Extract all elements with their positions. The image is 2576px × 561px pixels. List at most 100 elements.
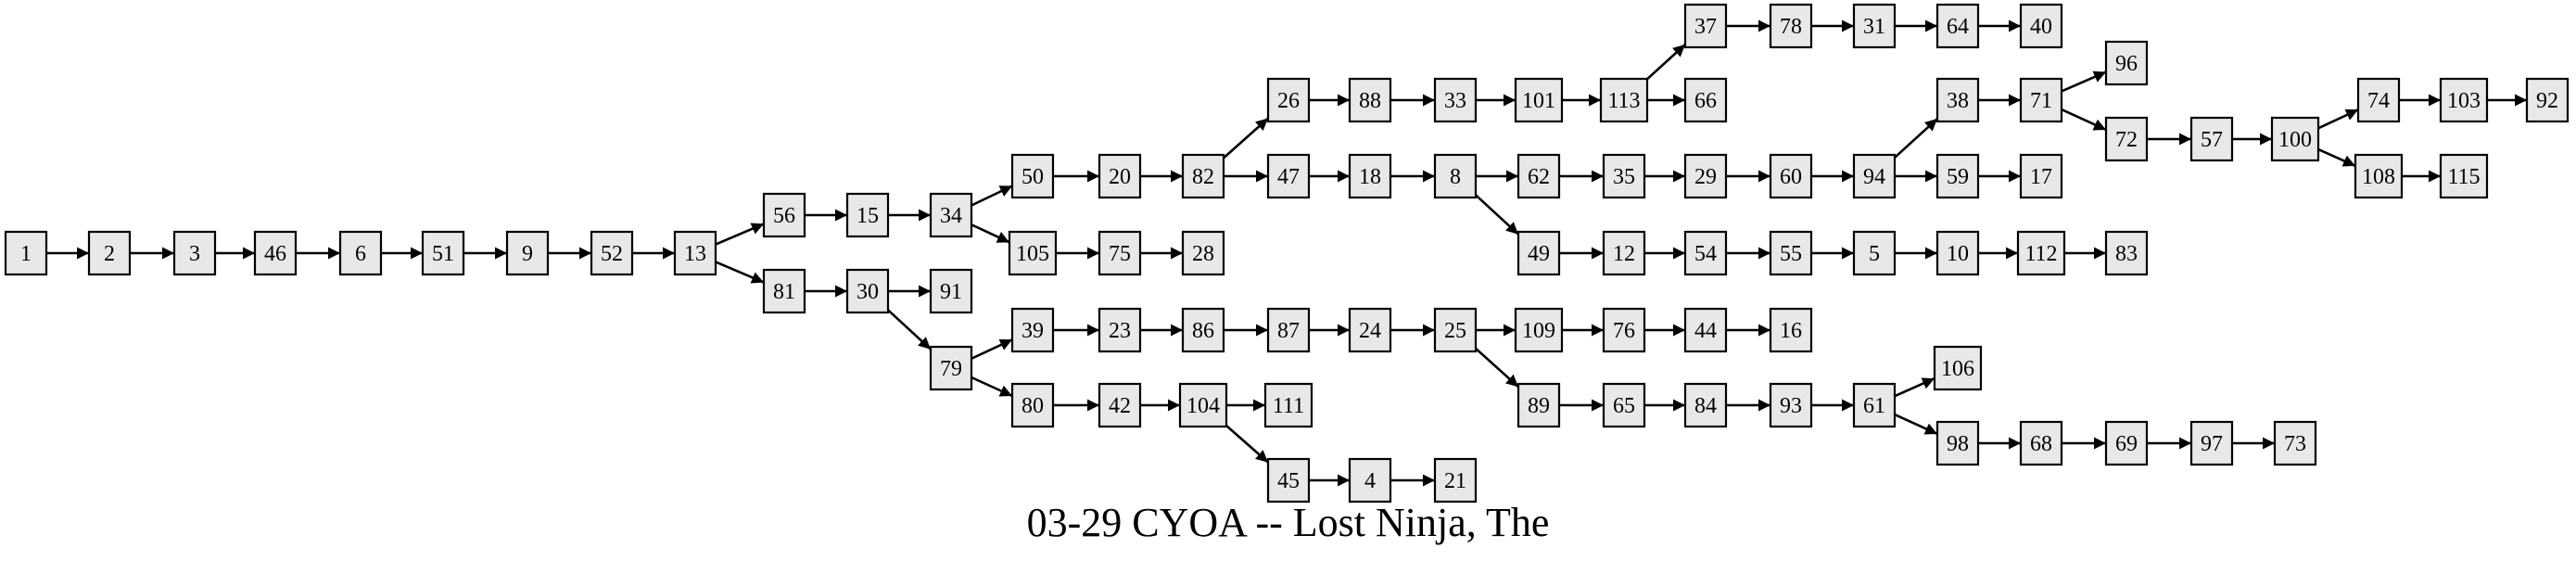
node-box xyxy=(2354,153,2404,199)
node-box xyxy=(1181,153,1225,199)
node-112: 112 xyxy=(2016,230,2066,276)
node-label: 72 xyxy=(2115,128,2138,152)
node-label: 60 xyxy=(1780,165,1802,189)
node-83: 83 xyxy=(2104,230,2149,276)
node-label: 40 xyxy=(2030,15,2052,39)
node-label: 61 xyxy=(1863,394,1885,418)
node-label: 34 xyxy=(940,204,962,228)
node-56: 56 xyxy=(762,192,806,238)
node-38: 38 xyxy=(1935,77,1980,123)
node-box xyxy=(1098,382,1142,428)
node-46: 46 xyxy=(253,230,298,276)
node-5: 5 xyxy=(1852,230,1897,276)
node-label: 108 xyxy=(2362,165,2395,189)
node-label: 64 xyxy=(1947,15,1969,39)
node-71: 71 xyxy=(2019,77,2063,123)
node-64: 64 xyxy=(1935,3,1980,49)
edge-13-to-56 xyxy=(715,223,765,246)
node-79: 79 xyxy=(929,345,973,391)
node-37: 37 xyxy=(1683,3,1728,49)
node-109: 109 xyxy=(1514,307,1564,353)
node-box xyxy=(4,230,48,276)
node-box xyxy=(1602,382,1646,428)
node-label: 69 xyxy=(2115,432,2138,456)
node-box xyxy=(2270,116,2320,162)
node-box xyxy=(929,268,973,314)
node-98: 98 xyxy=(1935,420,1980,466)
node-18: 18 xyxy=(1348,153,1392,199)
node-62: 62 xyxy=(1516,153,1561,199)
node-box xyxy=(1769,382,1813,428)
node-57: 57 xyxy=(2189,116,2234,162)
node-box xyxy=(590,230,634,276)
node-box xyxy=(1098,230,1142,276)
node-label: 65 xyxy=(1613,394,1635,418)
node-78: 78 xyxy=(1769,3,1813,49)
node-box xyxy=(2273,420,2317,466)
node-20: 20 xyxy=(1098,153,1142,199)
node-label: 44 xyxy=(1694,319,1717,343)
node-box xyxy=(2439,77,2489,123)
node-44: 44 xyxy=(1683,307,1728,353)
node-33: 33 xyxy=(1433,77,1478,123)
node-box xyxy=(1602,307,1646,353)
node-box xyxy=(1683,3,1728,49)
node-box xyxy=(1683,230,1728,276)
node-89: 89 xyxy=(1516,382,1561,428)
node-17: 17 xyxy=(2019,153,2063,199)
node-16: 16 xyxy=(1769,307,1813,353)
node-box xyxy=(929,345,973,391)
node-label: 1 xyxy=(20,242,32,266)
node-label: 25 xyxy=(1444,319,1466,343)
node-100: 100 xyxy=(2270,116,2320,162)
node-label: 66 xyxy=(1694,89,1717,113)
node-94: 94 xyxy=(1852,153,1897,199)
node-box xyxy=(1348,153,1392,199)
node-label: 101 xyxy=(1522,89,1555,113)
edge-61-to-106 xyxy=(1894,376,1935,398)
node-6: 6 xyxy=(338,230,383,276)
node-42: 42 xyxy=(1098,382,1142,428)
node-label: 75 xyxy=(1109,242,1131,266)
node-label: 76 xyxy=(1613,319,1635,343)
node-box xyxy=(1348,307,1392,353)
node-box xyxy=(1769,3,1813,49)
node-box xyxy=(1516,153,1561,199)
edge-13-to-81 xyxy=(715,261,765,284)
node-label: 91 xyxy=(940,280,962,304)
node-88: 88 xyxy=(1348,77,1392,123)
node-box xyxy=(1935,230,1980,276)
node-label: 87 xyxy=(1277,319,1300,343)
node-label: 83 xyxy=(2115,242,2138,266)
node-label: 3 xyxy=(189,242,200,266)
node-label: 38 xyxy=(1947,89,1969,113)
node-box xyxy=(2019,77,2063,123)
node-111: 111 xyxy=(1263,382,1313,428)
node-35: 35 xyxy=(1602,153,1646,199)
node-25: 25 xyxy=(1433,307,1478,353)
node-box xyxy=(1683,307,1728,353)
node-box xyxy=(2356,77,2401,123)
node-box xyxy=(1935,3,1980,49)
node-box xyxy=(1433,307,1478,353)
node-86: 86 xyxy=(1181,307,1225,353)
node-label: 106 xyxy=(1941,357,1974,381)
node-box xyxy=(1266,153,1311,199)
node-49: 49 xyxy=(1516,230,1561,276)
node-15: 15 xyxy=(845,192,890,238)
node-50: 50 xyxy=(1010,153,1055,199)
node-label: 13 xyxy=(684,242,706,266)
node-box xyxy=(253,230,298,276)
node-28: 28 xyxy=(1181,230,1225,276)
node-23: 23 xyxy=(1098,307,1142,353)
node-label: 21 xyxy=(1444,469,1466,493)
node-84: 84 xyxy=(1683,382,1728,428)
node-72: 72 xyxy=(2104,116,2149,162)
node-box xyxy=(2104,420,2149,466)
node-115: 115 xyxy=(2439,153,2489,199)
node-box xyxy=(505,230,550,276)
node-box xyxy=(1178,382,1228,428)
node-105: 105 xyxy=(1008,230,1058,276)
node-box xyxy=(673,230,717,276)
node-label: 113 xyxy=(1607,89,1640,113)
